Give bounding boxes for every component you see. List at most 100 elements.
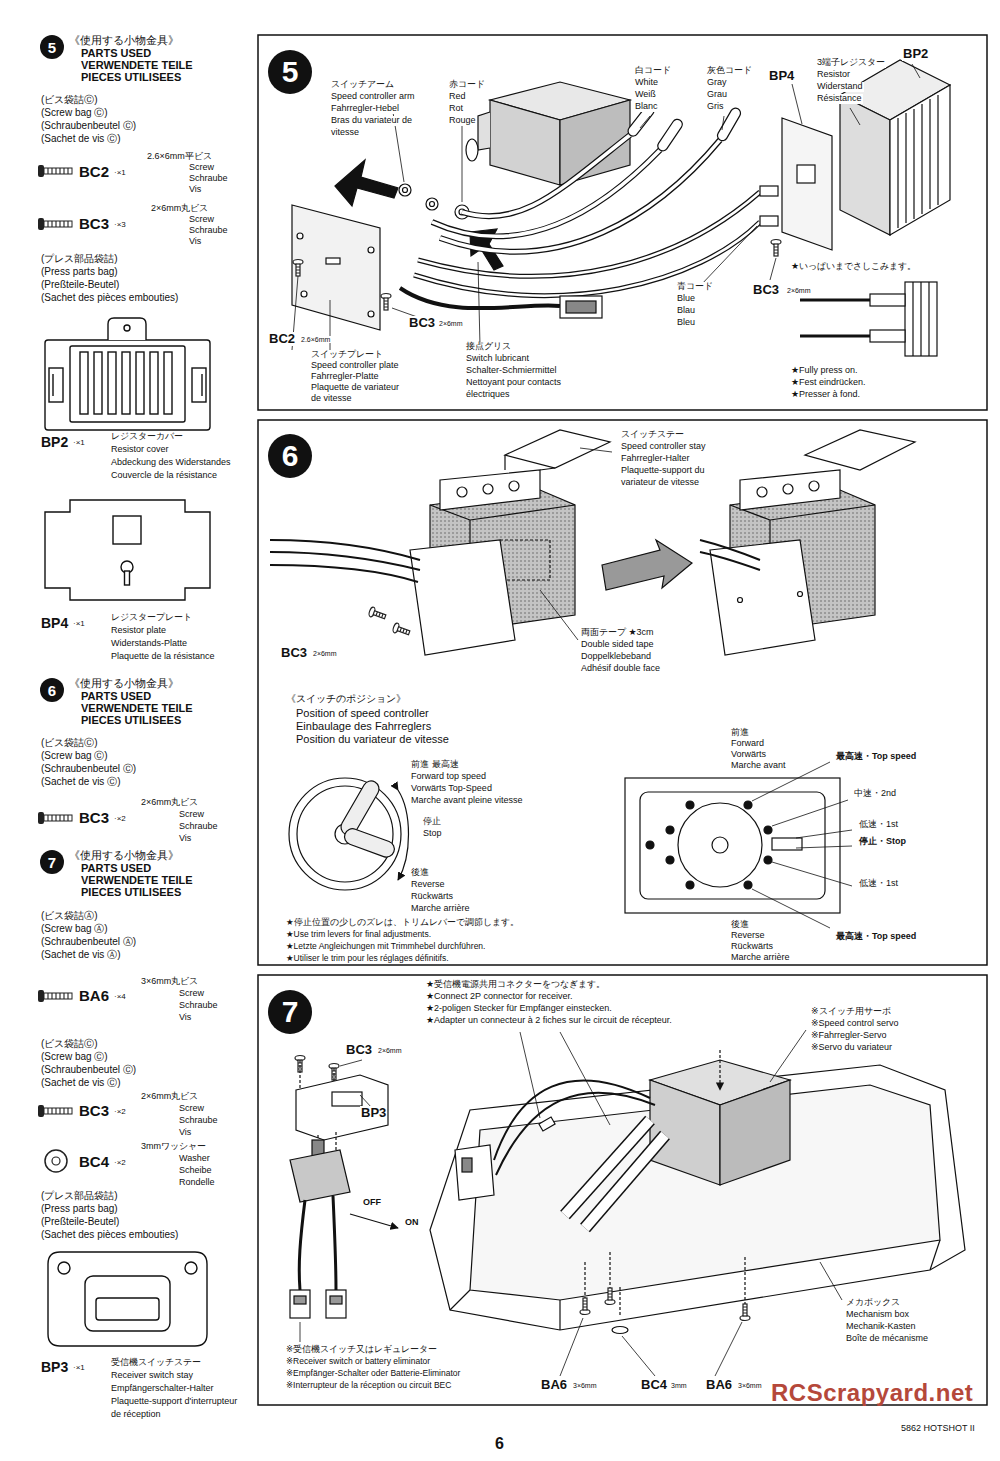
label-text: Screw bbox=[188, 215, 215, 224]
part-code: PIECES UTILISEES bbox=[80, 72, 182, 84]
label-text: ·×4 bbox=[113, 993, 127, 1001]
label-text: レジスターカバー bbox=[110, 432, 184, 441]
label-text: de réception bbox=[110, 1410, 162, 1419]
part-code: VERWENDETE TEILE bbox=[80, 875, 194, 887]
label-text: ※Speed control servo bbox=[810, 1019, 900, 1028]
label-text: Resistor cover bbox=[110, 445, 170, 454]
label-text: 3端子レジスター bbox=[816, 58, 886, 67]
label-text: (Sachet de vis Ⓒ) bbox=[40, 134, 121, 145]
label-text: 《使用する小物金具》 bbox=[68, 850, 180, 862]
label-text: Switch lubricant bbox=[465, 354, 530, 363]
label-text: 2×6mm丸ビス bbox=[140, 798, 199, 807]
label-text: ·×1 bbox=[113, 169, 127, 177]
label-text: 停止 bbox=[422, 817, 442, 826]
part-code: BC2 bbox=[78, 164, 110, 180]
label-text: (Screw bag Ⓐ) bbox=[40, 924, 109, 935]
label-text: (Schraubenbeutel Ⓒ) bbox=[40, 1065, 137, 1076]
label-text: (プレス部品袋詰) bbox=[40, 1191, 119, 1202]
label-text: 白コード bbox=[634, 66, 672, 75]
step-number: 7 bbox=[282, 997, 299, 1027]
step-number-circle: 7 bbox=[268, 990, 312, 1034]
label-text: Einbaulage des Fahrreglers bbox=[295, 721, 432, 733]
label-text: Screw bbox=[178, 1104, 205, 1113]
label-text: Schraube bbox=[178, 822, 219, 831]
label-text: Adhésif double face bbox=[580, 664, 661, 673]
part-code: ON bbox=[404, 1218, 420, 1227]
label-text: variateur de vitesse bbox=[620, 478, 700, 487]
part-code: BA6 bbox=[705, 1378, 733, 1392]
label-text: 後進 bbox=[730, 920, 750, 929]
label-text: 前進 bbox=[730, 728, 750, 737]
label-text: ★受信機電源共用コネクターをつなぎます。 bbox=[425, 980, 606, 989]
label-text: スイッチプレート bbox=[310, 350, 384, 359]
label-text: 《使用する小物金具》 bbox=[68, 35, 180, 47]
part-code: BC4 bbox=[640, 1378, 668, 1392]
part-code: 停止・Stop bbox=[858, 837, 907, 846]
label-text: 2.6×6mm平ビス bbox=[146, 152, 213, 161]
label-text: Scheibe bbox=[178, 1166, 213, 1175]
label-text: 《スイッチのポジション》 bbox=[285, 694, 407, 705]
label-text: Speed controller arm bbox=[330, 92, 416, 101]
label-text: 低速・1st bbox=[858, 820, 899, 829]
label-text: Screw bbox=[178, 989, 205, 998]
label-text: Doppelklebeband bbox=[580, 652, 652, 661]
step-number: 6 bbox=[282, 441, 299, 471]
label-text: Rouge bbox=[448, 116, 477, 125]
chassis-assembly bbox=[290, 1030, 965, 1376]
label-text: Widerstands-Platte bbox=[110, 639, 188, 648]
part-code: BP2 bbox=[40, 435, 69, 450]
label-text: Stop bbox=[422, 829, 443, 838]
label-text: (ビス袋詰Ⓒ) bbox=[40, 95, 99, 106]
part-code: VERWENDETE TEILE bbox=[80, 703, 194, 715]
label-text: Empfängerschalter-Halter bbox=[110, 1384, 215, 1393]
step-number-circle: 6 bbox=[268, 434, 312, 478]
label-text: ※Empfänger-Schalter oder Batterie-Elimin… bbox=[285, 1369, 461, 1378]
label-text: (プレス部品袋詰) bbox=[40, 254, 119, 265]
label-text: Widerstand bbox=[816, 82, 864, 91]
label-text: ★いっぱいまでさしこみます。 bbox=[790, 262, 917, 271]
controller-stay-assembly bbox=[270, 430, 915, 928]
label-text: レジスタープレート bbox=[110, 613, 193, 622]
label-text: Marche avant bbox=[730, 761, 787, 770]
label-text: Red bbox=[448, 92, 467, 101]
part-code: VERWENDETE TEILE bbox=[80, 60, 194, 72]
label-text: 《使用する小物金具》 bbox=[68, 678, 180, 690]
speed-controller-assembly bbox=[292, 60, 950, 356]
part-code: BC3 bbox=[408, 316, 436, 330]
label-text: ·×3 bbox=[113, 221, 127, 229]
part-code: PIECES UTILISEES bbox=[80, 715, 182, 727]
part-code: 6 bbox=[494, 1436, 505, 1453]
part-code: BP4 bbox=[40, 616, 69, 631]
label-text: 灰色コード bbox=[706, 66, 753, 75]
part-code: BP4 bbox=[768, 69, 795, 83]
label-text: Screw bbox=[188, 163, 215, 172]
label-text: (Sachet des pièces embouties) bbox=[40, 1230, 179, 1241]
label-text: (Press parts bag) bbox=[40, 267, 119, 278]
label-text: 赤コード bbox=[448, 80, 486, 89]
label-text: (ビス袋詰Ⓒ) bbox=[40, 1039, 99, 1050]
label-text: Résistance bbox=[816, 94, 863, 103]
label-text: Rückwärts bbox=[410, 892, 454, 901]
label-text: 後進 bbox=[410, 868, 430, 877]
step-number: 5 bbox=[282, 57, 299, 87]
label-text: Plaquette de la résistance bbox=[110, 652, 216, 661]
label-text: ※Interrupteur de la réception ou circuit… bbox=[285, 1381, 452, 1390]
part-code: BC3 bbox=[78, 216, 110, 232]
label-text: (ビス袋詰Ⓐ) bbox=[40, 911, 99, 922]
label-text: Screw bbox=[178, 810, 205, 819]
label-text: (Sachet des pièces embouties) bbox=[40, 293, 179, 304]
part-code: BC2 bbox=[268, 332, 296, 346]
step-number: 5 bbox=[48, 40, 56, 55]
label-text: Mechanik-Kasten bbox=[845, 1322, 917, 1331]
label-text: Receiver switch stay bbox=[110, 1371, 194, 1380]
label-text: Gris bbox=[706, 102, 725, 111]
label-text: Double sided tape bbox=[580, 640, 655, 649]
label-text: ★Presser à fond. bbox=[790, 390, 861, 399]
part-code: PIECES UTILISEES bbox=[80, 887, 182, 899]
label-text: 2×6mm bbox=[312, 650, 338, 657]
label-text: Position of speed controller bbox=[295, 708, 430, 720]
label-text: Rot bbox=[448, 104, 464, 113]
label-text: 2.6×6mm bbox=[300, 336, 331, 343]
